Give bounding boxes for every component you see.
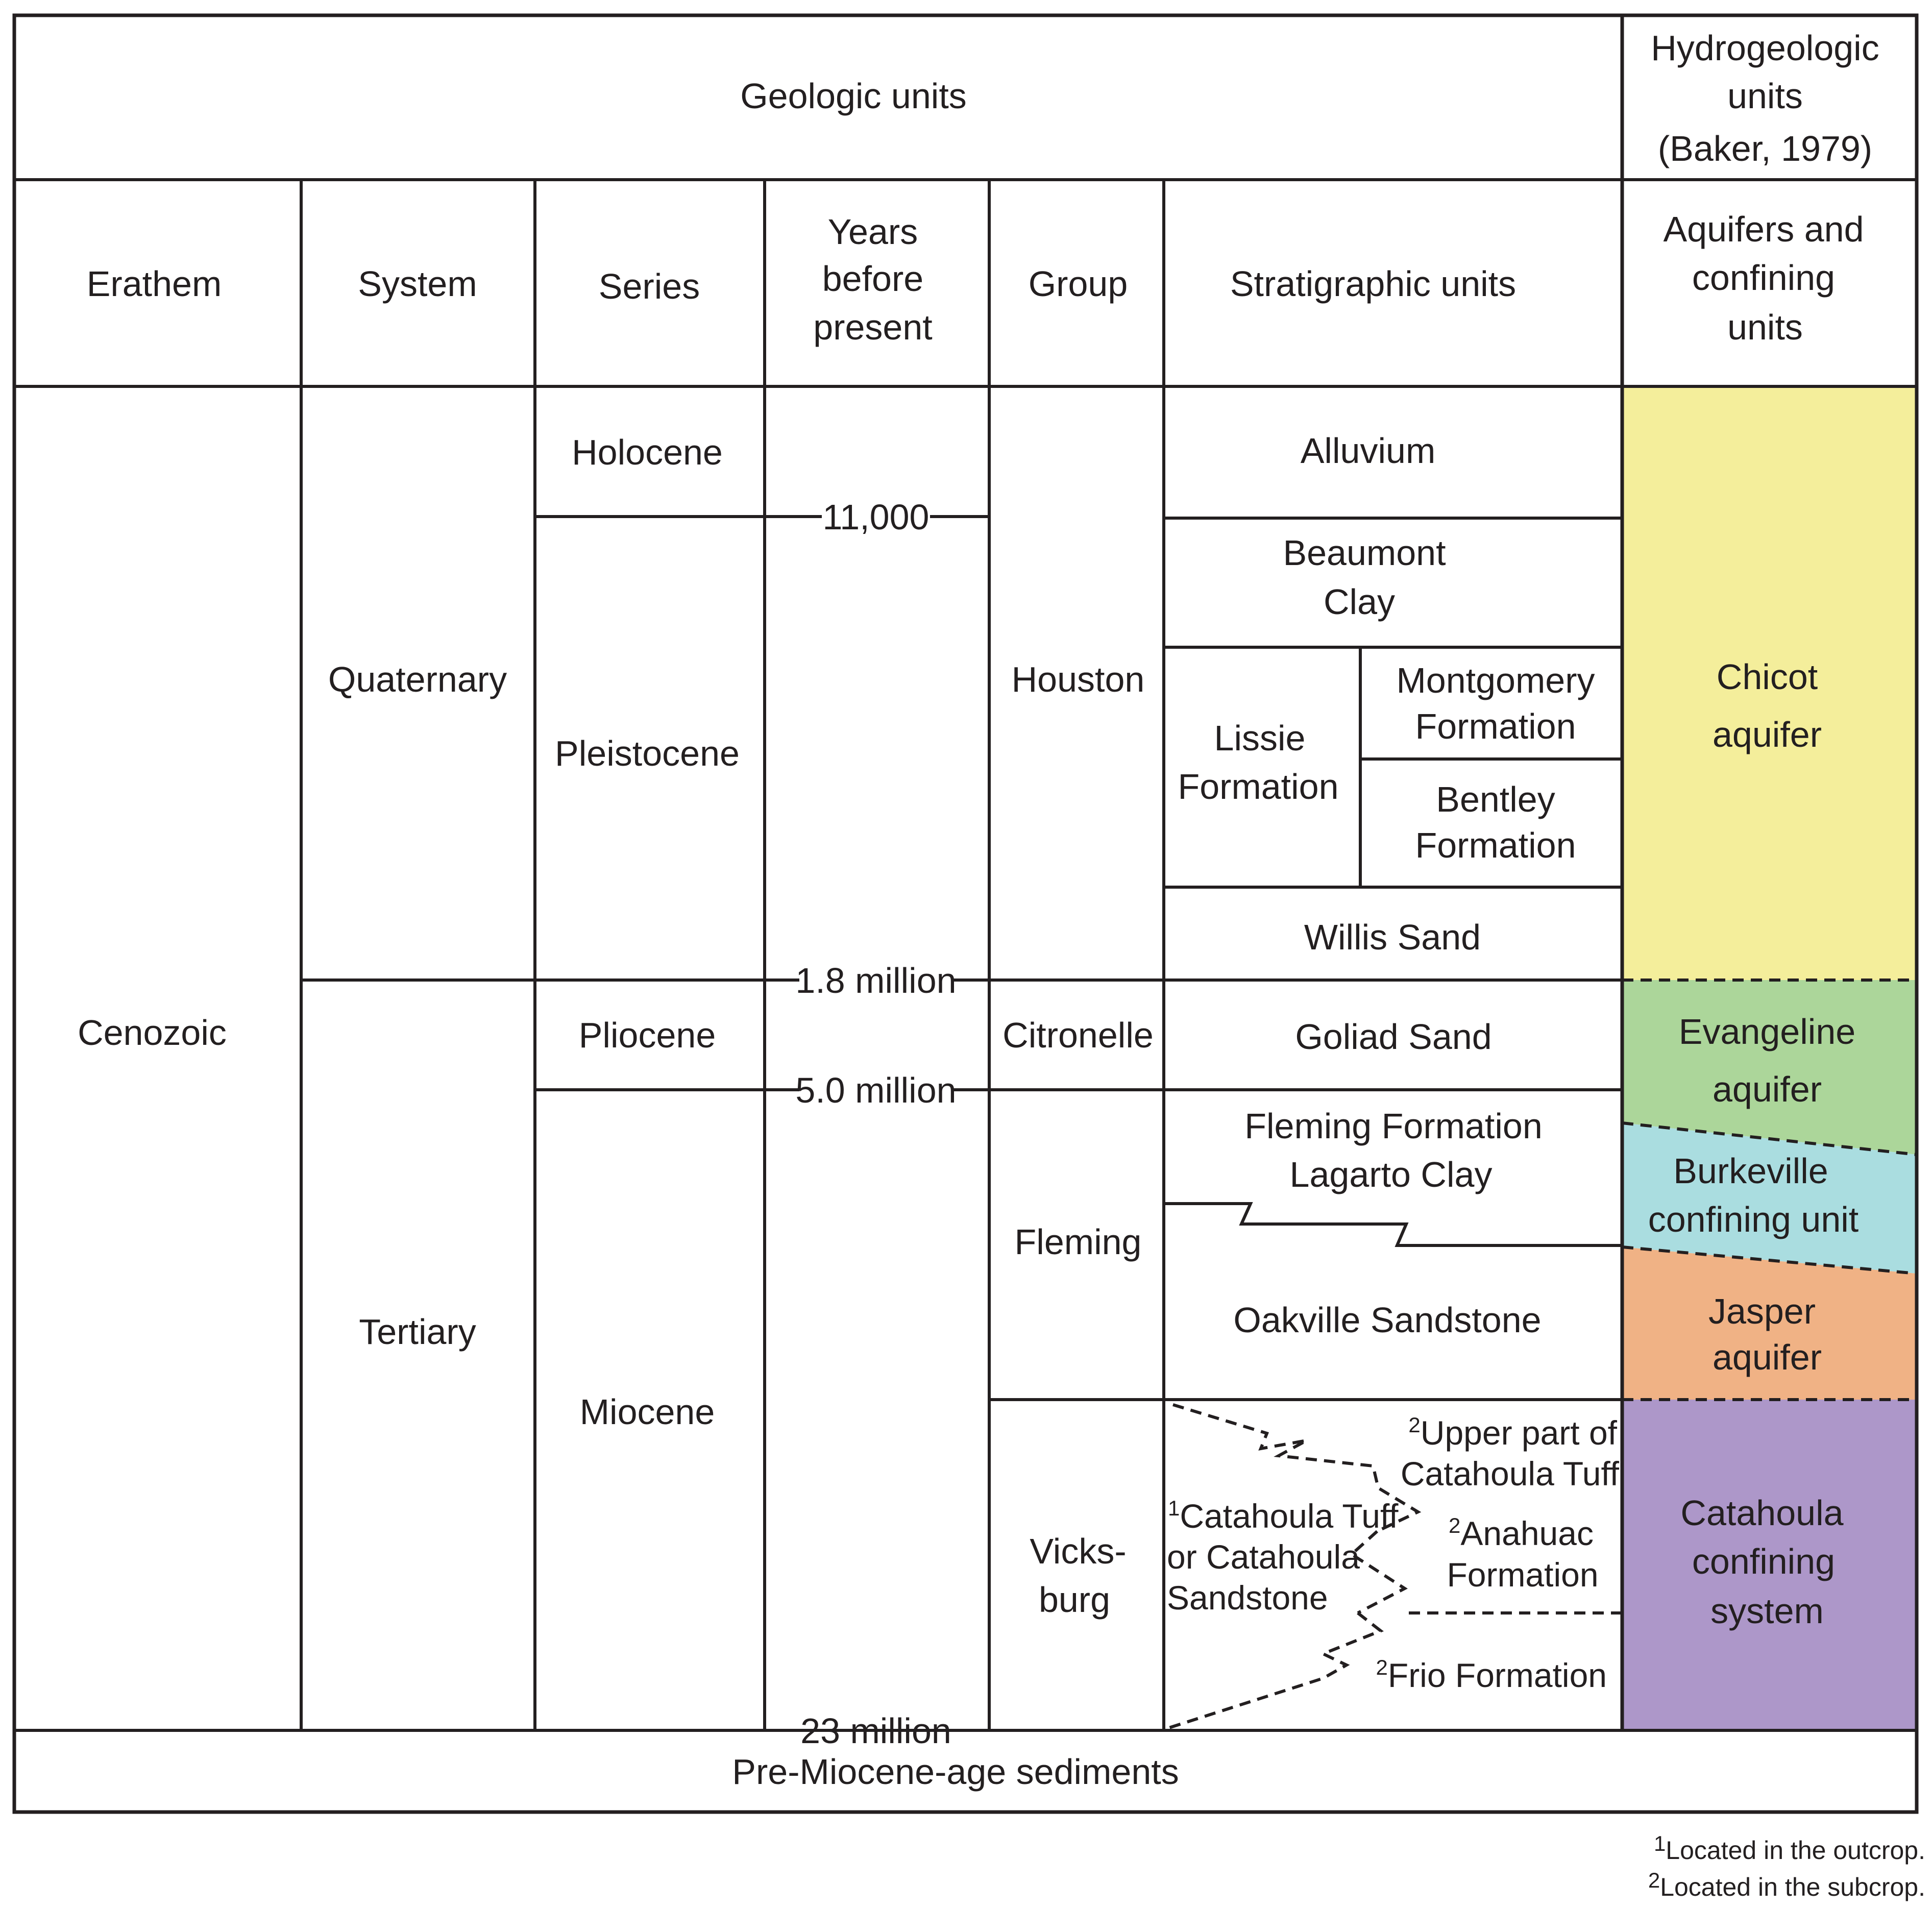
strat-catahoula-tuff-line2: or Catahoula [1167,1538,1360,1576]
system-tertiary: Tertiary [359,1312,476,1352]
evangeline-burkeville-boundary [1622,1121,1917,1156]
col-header-aquifers-line3: units [1727,307,1803,347]
chicot-aquifer-line1: Chicot [1717,657,1818,697]
col-header-years-line1: Years [828,212,918,252]
col-header-years-line2: before [822,259,923,299]
evangeline-aquifer-fill [1622,980,1917,1155]
aquifer-fills [1622,386,1917,1730]
group-vicksburg-line2: burg [1039,1580,1110,1620]
aquifer-labels: Chicot aquifer Evangeline aquifer Burkev… [1648,657,1859,1631]
group-fleming: Fleming [1015,1222,1142,1262]
strat-bentley-line1: Bentley [1436,779,1555,819]
col-header-system: System [358,264,477,304]
catahoula-confining-system-fill [1622,1400,1917,1730]
jasper-aquifer-line1: Jasper [1708,1291,1816,1331]
catahoula-confining-system-line1: Catahoula [1680,1493,1843,1533]
strat-beaumont-line2: Clay [1324,582,1395,622]
age-11000: 11,000 [823,497,930,537]
system-quaternary: Quaternary [328,659,507,699]
catahoula-confining-system-line2: confining [1692,1542,1835,1581]
burkeville-confining-unit-fill [1622,1123,1917,1274]
strat-lissie-line1: Lissie [1214,718,1306,758]
footnote-outcrop: 1Located in the outcrop. [1654,1831,1925,1865]
strat-montgomery-line2: Formation [1415,706,1576,746]
catahoula-lower-intertongue [1168,1611,1384,1729]
catahoula-middle-intertongue [1349,1530,1408,1615]
col-header-aquifers-line1: Aquifers and [1663,209,1864,249]
strat-catahoula-tuff-line1: 1Catahoula Tuff [1168,1496,1399,1535]
strat-alluvium: Alluvium [1301,431,1436,471]
outer-border [12,13,1919,1814]
burkeville-jasper-boundary [1622,1245,1917,1275]
strat-anahuac-line2: Formation [1447,1556,1598,1594]
jasper-aquifer-line2: aquifer [1713,1337,1822,1377]
strat-lagarto-clay: Lagarto Clay [1290,1155,1493,1194]
catahoula-upper-intertongue [1172,1403,1422,1533]
geologic-units-body: Cenozoic Quaternary Tertiary Holocene Pl… [78,431,1620,1751]
col-header-series: Series [599,266,700,306]
strat-lissie-line2: Formation [1178,767,1338,806]
burkeville-confining-unit-line2: confining unit [1648,1200,1859,1239]
evangeline-aquifer-line1: Evangeline [1679,1012,1855,1051]
age-23-million: 23 million [800,1711,951,1751]
series-pliocene: Pliocene [579,1015,716,1055]
strat-upper-catahoula-line1: 2Upper part of [1408,1413,1617,1452]
col-header-aquifers-line2: confining [1692,258,1835,298]
col-header-years-line3: present [813,307,932,347]
hydrogeologic-units-title-line2: units [1727,76,1803,116]
strat-beaumont-line1: Beaumont [1283,533,1446,573]
erathem-cenozoic: Cenozoic [78,1013,227,1053]
strat-anahuac-line1: 2Anahuac [1449,1513,1594,1552]
footnote-subcrop: 2Located in the subcrop. [1648,1868,1925,1901]
col-header-stratigraphic: Stratigraphic units [1230,264,1516,304]
strat-montgomery-line1: Montgomery [1396,661,1595,700]
strat-goliad-sand: Goliad Sand [1295,1017,1491,1057]
chicot-aquifer-line2: aquifer [1713,715,1822,754]
catahoula-confining-system-line3: system [1710,1591,1824,1631]
age-5-0-million: 5.0 million [795,1070,956,1110]
series-holocene: Holocene [572,432,723,472]
group-citronelle: Citronelle [1002,1015,1154,1055]
age-1-8-million: 1.8 million [795,961,956,1000]
burkeville-confining-unit-line1: Burkeville [1673,1151,1828,1191]
series-pleistocene: Pleistocene [555,733,740,773]
group-houston: Houston [1012,659,1145,699]
strat-frio-formation: 2Frio Formation [1376,1655,1607,1694]
group-vicksburg-line1: Vicks- [1030,1531,1126,1571]
hydrogeologic-units-title-line3: (Baker, 1979) [1658,129,1872,168]
lagarto-oakville-contact [1164,1202,1622,1247]
strat-upper-catahoula-line2: Catahoula Tuff [1401,1455,1620,1493]
header: Geologic units Hydrogeologic units (Bake… [87,28,1879,347]
strat-oakville-sandstone: Oakville Sandstone [1233,1300,1541,1340]
pre-miocene-sediments: Pre-Miocene-age sediments [732,1752,1179,1792]
footnotes: 1Located in the outcrop. 2Located in the… [1648,1831,1925,1901]
geologic-units-title: Geologic units [740,76,967,116]
strat-catahoula-tuff-line3: Sandstone [1167,1579,1328,1617]
strat-bentley-line2: Formation [1415,825,1576,865]
jasper-aquifer-fill [1622,1247,1917,1400]
hydrogeologic-units-title-line1: Hydrogeologic [1651,28,1879,68]
col-header-erathem: Erathem [87,264,222,304]
chicot-aquifer-fill [1622,386,1917,980]
evangeline-aquifer-line2: aquifer [1713,1069,1822,1109]
col-header-group: Group [1029,264,1128,304]
table-grid [12,13,1919,1814]
strat-fleming-formation: Fleming Formation [1244,1106,1543,1146]
strat-willis-sand: Willis Sand [1304,917,1481,957]
series-miocene: Miocene [580,1392,715,1432]
